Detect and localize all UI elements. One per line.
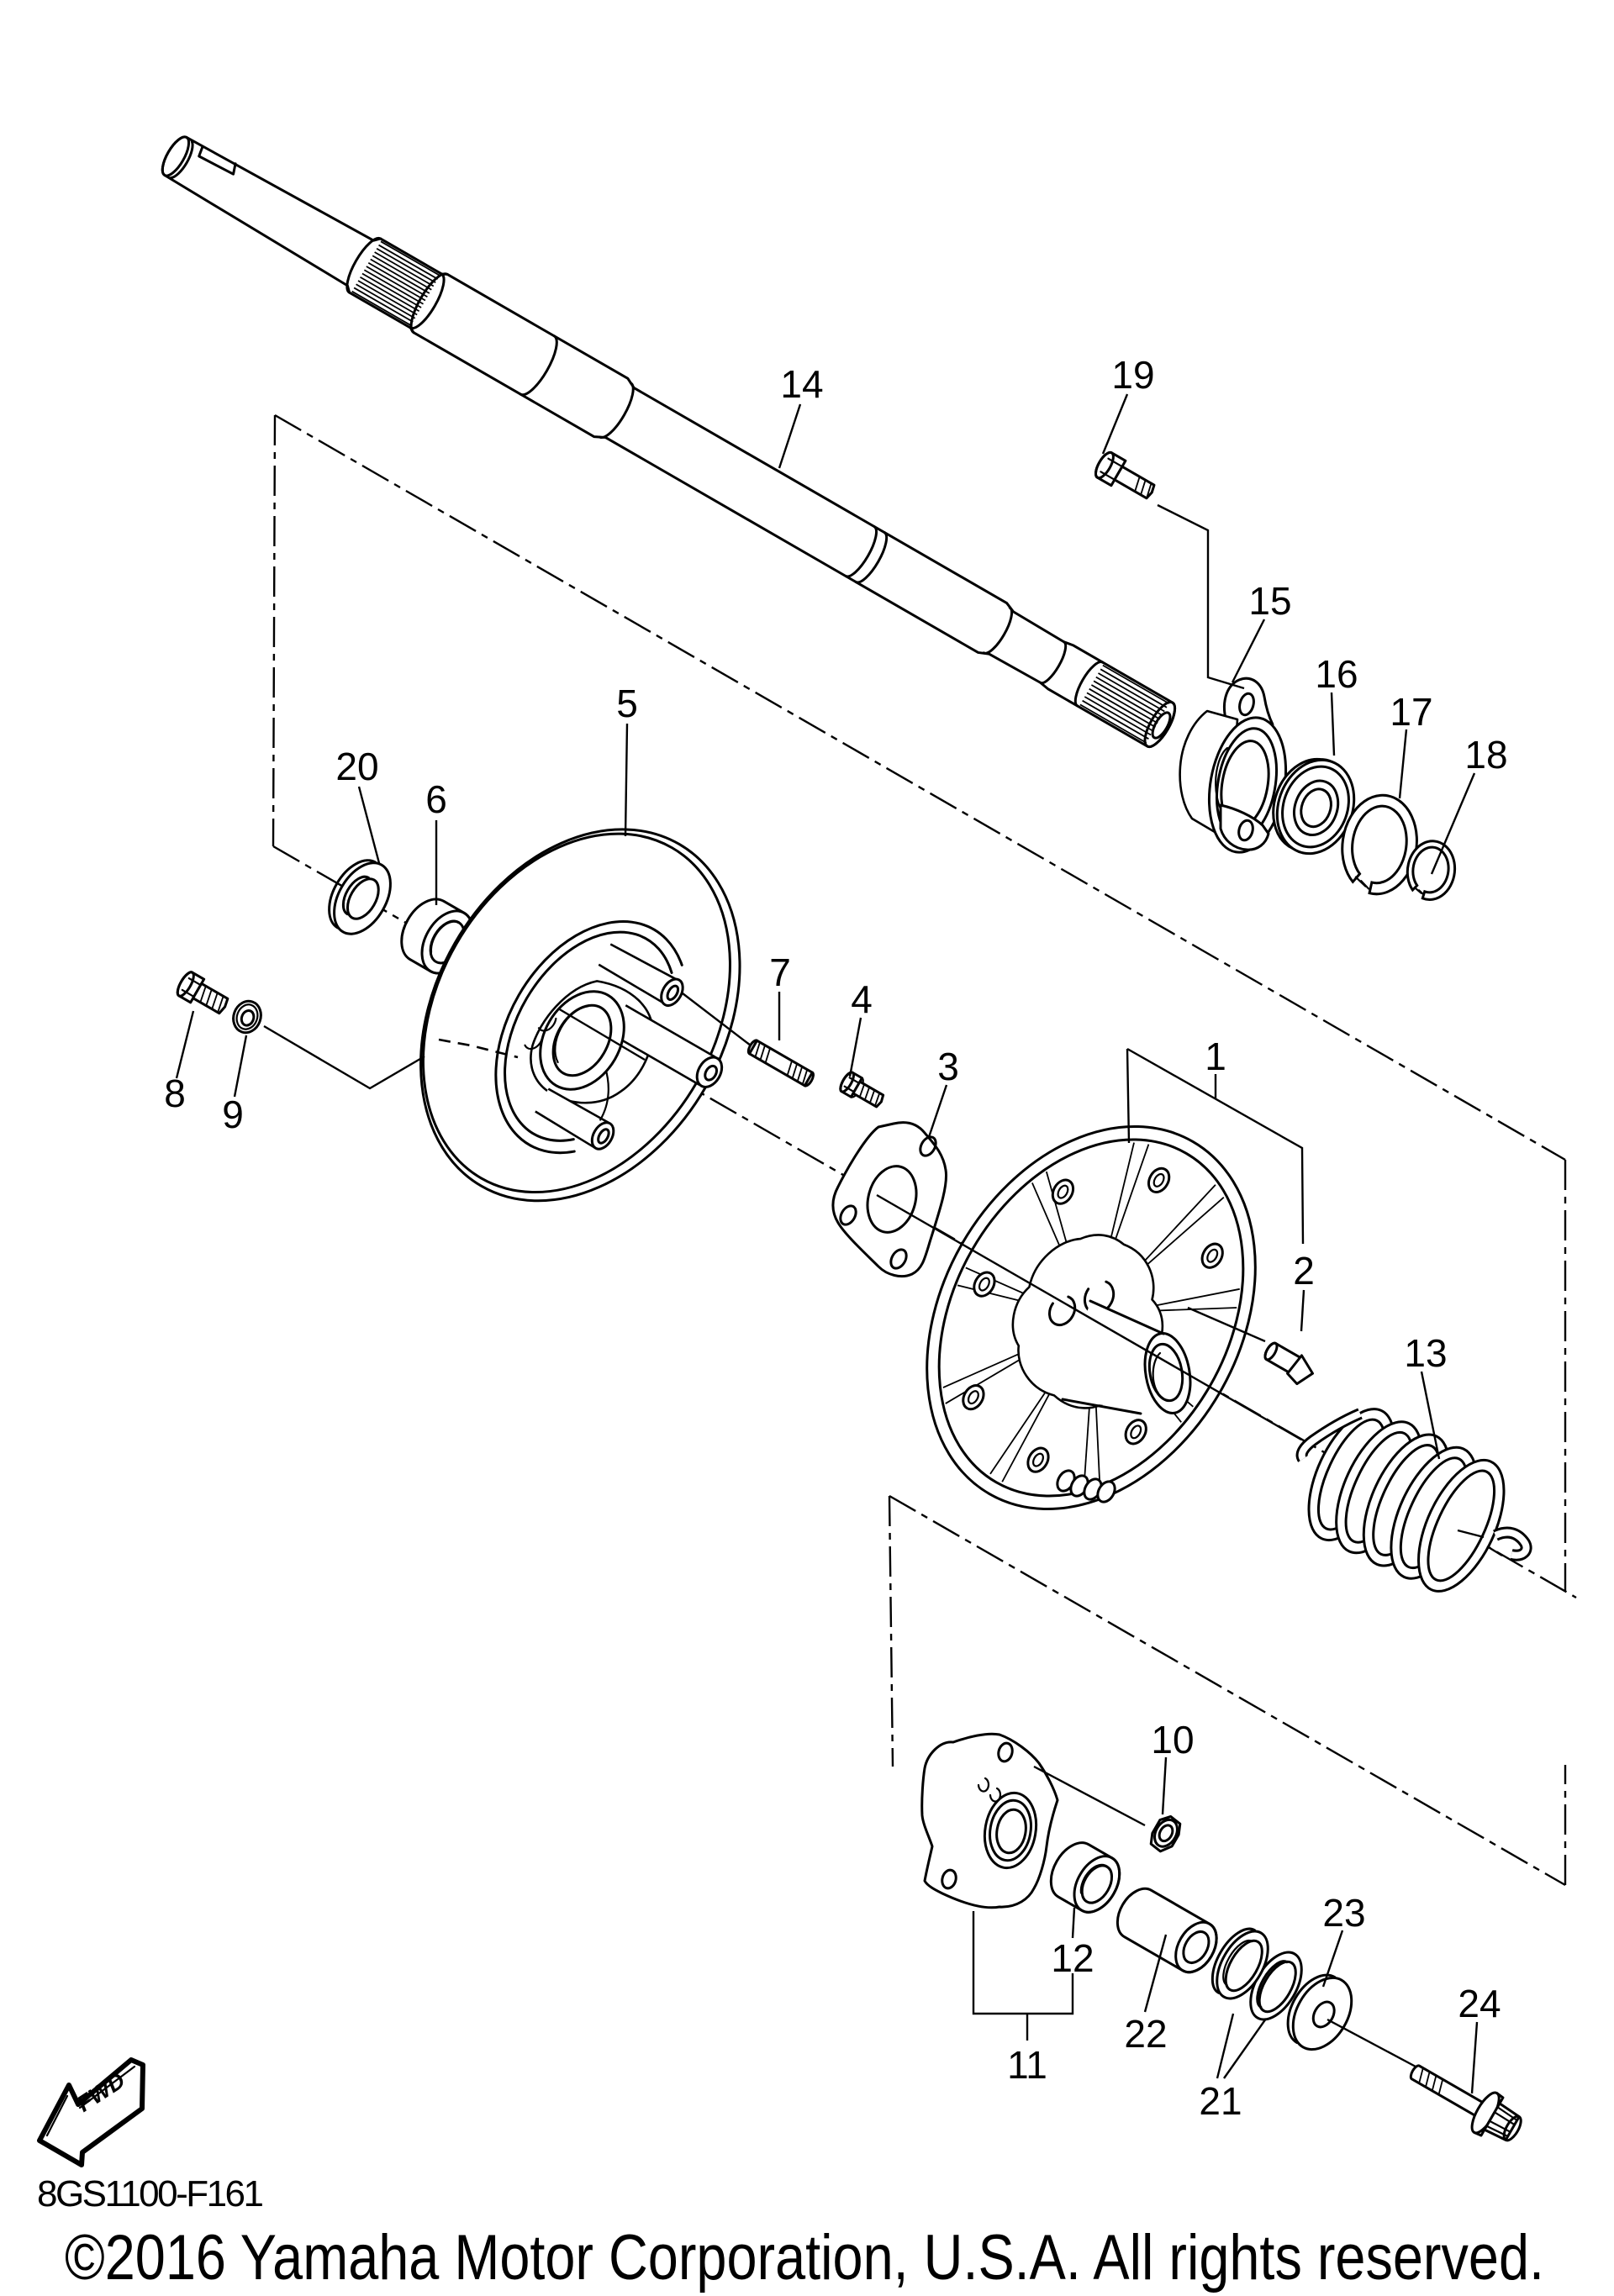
svg-text:©2016 Yamaha Motor Corporation: ©2016 Yamaha Motor Corporation, U.S.A. A… bbox=[65, 2222, 1544, 2293]
svg-text:10: 10 bbox=[1151, 1718, 1194, 1761]
svg-text:11: 11 bbox=[1007, 2043, 1047, 2087]
svg-text:24: 24 bbox=[1458, 1982, 1501, 2025]
svg-text:16: 16 bbox=[1315, 652, 1358, 696]
svg-text:8: 8 bbox=[164, 1072, 186, 1115]
svg-text:5: 5 bbox=[616, 682, 638, 725]
svg-text:6: 6 bbox=[425, 777, 447, 821]
svg-text:18: 18 bbox=[1464, 733, 1507, 777]
svg-text:15: 15 bbox=[1248, 579, 1291, 623]
svg-text:13: 13 bbox=[1404, 1331, 1447, 1375]
svg-text:12: 12 bbox=[1051, 1936, 1094, 1980]
svg-text:14: 14 bbox=[780, 362, 823, 406]
svg-text:4: 4 bbox=[851, 977, 873, 1021]
svg-text:20: 20 bbox=[335, 745, 378, 788]
svg-text:9: 9 bbox=[222, 1093, 244, 1136]
svg-text:22: 22 bbox=[1124, 2012, 1167, 2056]
svg-text:2: 2 bbox=[1293, 1249, 1315, 1293]
svg-text:19: 19 bbox=[1111, 353, 1154, 397]
svg-text:1: 1 bbox=[1205, 1035, 1226, 1078]
svg-text:7: 7 bbox=[769, 951, 791, 994]
svg-text:3: 3 bbox=[937, 1045, 959, 1088]
svg-text:21: 21 bbox=[1199, 2079, 1242, 2123]
svg-text:23: 23 bbox=[1322, 1891, 1365, 1935]
svg-text:8GS1100-F161: 8GS1100-F161 bbox=[37, 2173, 264, 2214]
svg-text:17: 17 bbox=[1390, 690, 1432, 734]
